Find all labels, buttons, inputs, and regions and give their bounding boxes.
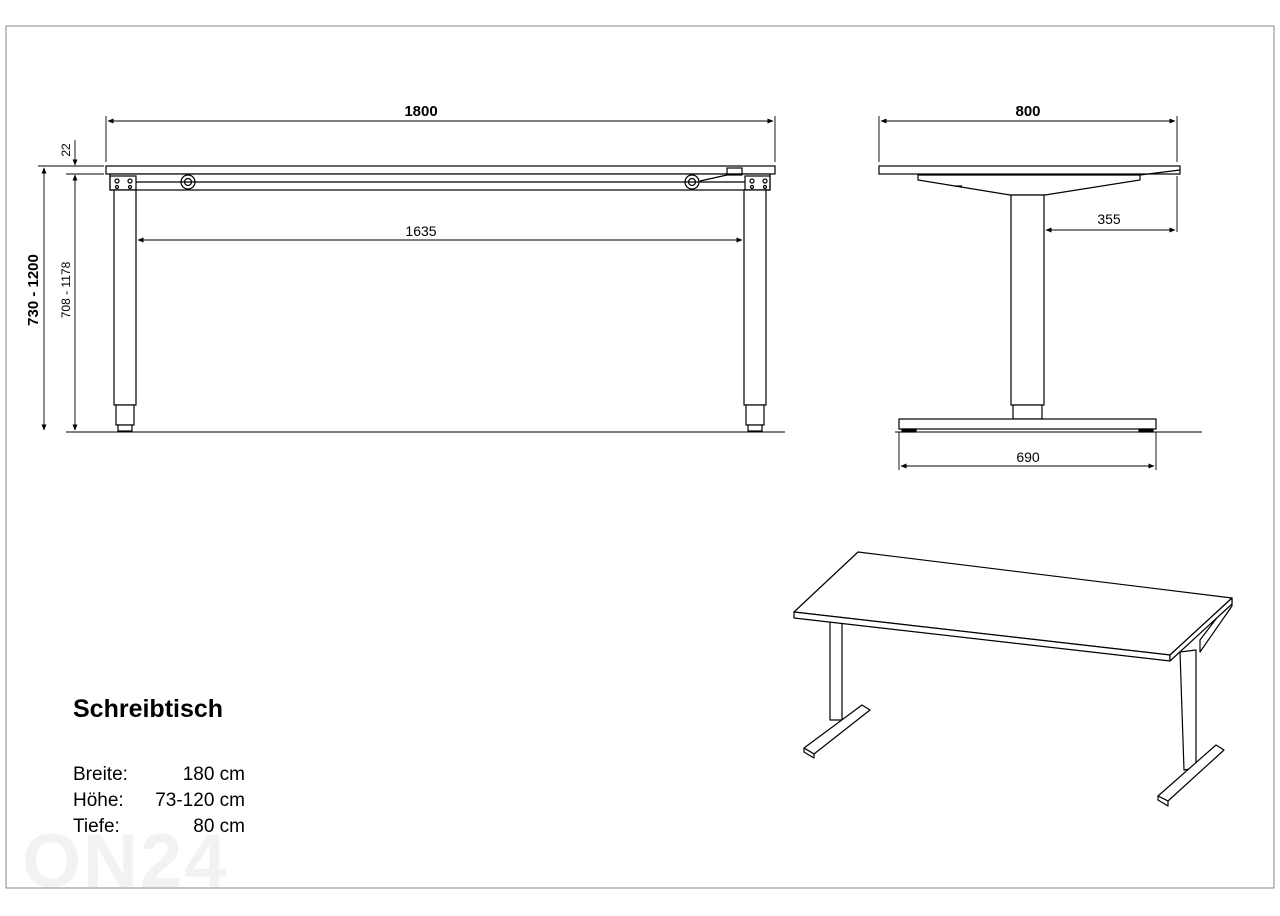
dim-depth-foot: 690	[1016, 449, 1040, 465]
dim-top-thickness: 22	[59, 143, 73, 157]
side-view	[878, 165, 1202, 433]
spec-row-depth: Tiefe: 80 cm	[73, 814, 245, 840]
front-view	[66, 165, 785, 433]
dim-width-total: 1800	[404, 103, 437, 120]
spec-label: Tiefe:	[73, 816, 120, 837]
spec-row-height: Höhe: 73-120 cm	[73, 788, 245, 814]
spec-list: Breite: 180 cm Höhe: 73-120 cm Tiefe: 80…	[73, 762, 245, 840]
spec-value: 73-120 cm	[155, 790, 245, 811]
side-dimensions	[878, 116, 1178, 470]
dim-depth-arm: 355	[1097, 211, 1121, 227]
perspective-view	[793, 551, 1233, 807]
spec-value: 180 cm	[182, 764, 245, 785]
product-title: Schreibtisch	[73, 695, 224, 723]
cable-grommet-right	[684, 174, 700, 190]
column	[1010, 194, 1045, 406]
foot	[898, 418, 1157, 430]
cable-grommet-left	[180, 174, 196, 190]
leg-right	[743, 189, 767, 406]
drawing-border	[5, 25, 1275, 889]
watermark-logo: ON24	[22, 819, 229, 904]
dim-height-frame: 708 - 1178	[59, 261, 73, 318]
spec-row-width: Breite: 180 cm	[73, 762, 245, 788]
dim-depth-total: 800	[1015, 103, 1040, 120]
dim-height-total: 730 - 1200	[25, 254, 42, 326]
spec-label: Breite:	[73, 764, 128, 785]
spec-label: Höhe:	[73, 790, 124, 811]
front-dimensions	[38, 116, 776, 431]
dim-width-inner: 1635	[405, 223, 436, 239]
spec-value: 80 cm	[193, 816, 245, 837]
leg-left	[113, 189, 137, 406]
